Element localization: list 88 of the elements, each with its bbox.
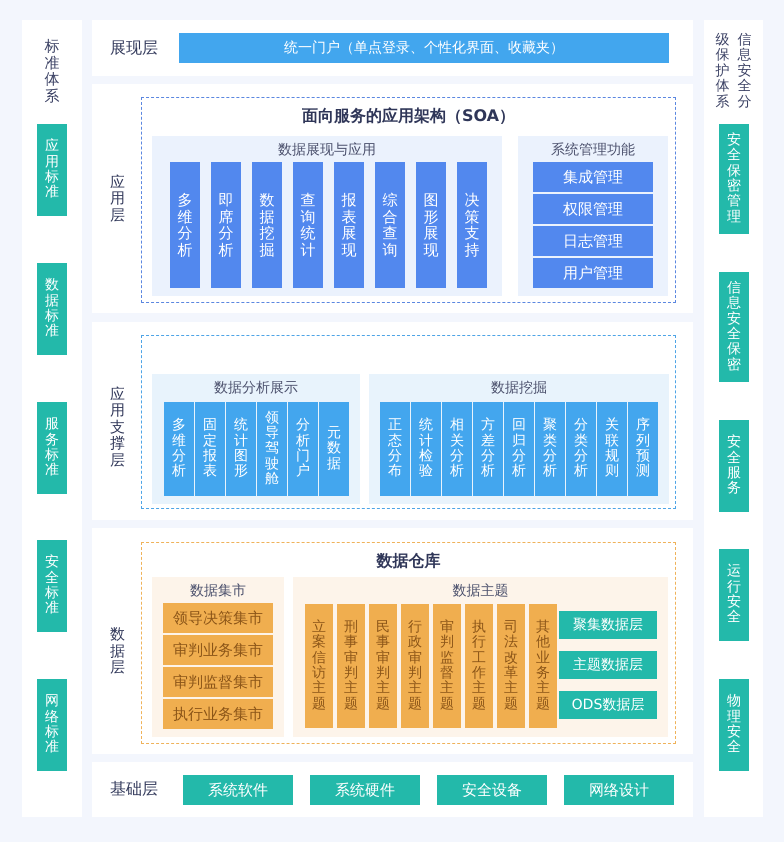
layer-label: 数据层 [110, 626, 125, 676]
dashed-frame [141, 335, 676, 509]
subject-column: 审判监督主题 [433, 604, 461, 728]
infrastructure-tile: 系统软件 [183, 775, 293, 805]
function-column: 报表展现 [334, 162, 364, 288]
function-column: 数据挖掘 [252, 162, 282, 288]
group-panel [518, 136, 668, 296]
portal-bar: 统一门户（单点登录、个性化界面、收藏夹） [179, 33, 669, 63]
mining-column: 正态分布 [380, 402, 410, 496]
function-row: 权限管理 [533, 194, 653, 224]
dashed-frame [141, 97, 676, 303]
mining-column: 方差分析 [473, 402, 503, 496]
data-mart-row: 领导决策集市 [163, 603, 273, 633]
function-column: 即席分析 [211, 162, 241, 288]
security-tile: 运行安全 [719, 549, 749, 641]
group-title: 数据集市 [190, 582, 246, 600]
function-row: 集成管理 [533, 162, 653, 192]
panel-heading: 信息安全分级保护体系 [715, 33, 752, 110]
subject-column: 刑事审判主题 [337, 604, 365, 728]
data-mart-row: 执行业务集市 [163, 699, 273, 729]
subject-column: 立案信访主题 [305, 604, 333, 728]
side-panel [704, 20, 763, 817]
subject-column: 司法改革主题 [497, 604, 525, 728]
mining-column: 关联规则 [597, 402, 627, 496]
layer-label: 展现层 [110, 38, 158, 58]
mining-column: 相关分析 [442, 402, 472, 496]
subject-column: 民事审判主题 [369, 604, 397, 728]
function-column: 多维分析 [170, 162, 200, 288]
side-panel [22, 20, 82, 817]
layer-label: 基础层 [110, 779, 158, 800]
function-column: 决策支持 [457, 162, 487, 288]
frame-title: 数据仓库 [376, 551, 440, 572]
infrastructure-tile: 系统硬件 [310, 775, 420, 805]
standard-tile: 数据标准 [37, 263, 67, 355]
function-column: 查询统计 [293, 162, 323, 288]
data-layer-tile: ODS数据层 [559, 691, 657, 719]
subject-column: 行政审判主题 [401, 604, 429, 728]
standard-tile: 服务标准 [37, 402, 67, 494]
data-layer-tile: 主题数据层 [559, 651, 657, 679]
group-panel [152, 136, 502, 296]
group-panel [152, 374, 360, 504]
function-row: 用户管理 [533, 258, 653, 288]
mining-column: 分类分析 [566, 402, 596, 496]
standard-tile: 安全标准 [37, 540, 67, 632]
group-title: 数据展现与应用 [278, 141, 376, 159]
standard-tile: 应用标准 [37, 124, 67, 216]
function-column: 综合查询 [375, 162, 405, 288]
security-tile: 安全保密管理 [719, 124, 749, 234]
group-title: 数据挖掘 [491, 379, 547, 397]
standard-tile: 网络标准 [37, 679, 67, 771]
layer-band [92, 20, 693, 76]
group-panel [293, 577, 668, 737]
layer-label: 应用支撑层 [110, 386, 125, 468]
layer-band [92, 762, 693, 817]
group-title: 数据分析展示 [214, 379, 298, 397]
security-tile: 物理安全 [719, 679, 749, 771]
function-row: 日志管理 [533, 226, 653, 256]
infrastructure-tile: 安全设备 [437, 775, 547, 805]
analysis-column: 领导驾驶舱 [257, 402, 287, 496]
subject-column: 其他业务主题 [529, 604, 557, 728]
group-panel [369, 374, 669, 504]
analysis-column: 多维分析 [164, 402, 194, 496]
security-tile: 信息安全保密 [719, 272, 749, 382]
analysis-column: 统计图形 [226, 402, 256, 496]
group-title: 数据主题 [452, 582, 508, 600]
analysis-column: 固定报表 [195, 402, 225, 496]
group-panel [152, 577, 284, 737]
mining-column: 回归分析 [504, 402, 534, 496]
data-mart-row: 审判监督集市 [163, 667, 273, 697]
group-title: 系统管理功能 [551, 141, 635, 159]
subject-column: 执行工作主题 [465, 604, 493, 728]
mining-column: 聚类分析 [535, 402, 565, 496]
panel-heading: 标准体系 [44, 38, 60, 104]
analysis-column: 元数据 [319, 402, 349, 496]
layer-label: 应用层 [110, 174, 125, 224]
analysis-column: 分析门户 [288, 402, 318, 496]
layer-band [92, 84, 693, 313]
data-mart-row: 审判业务集市 [163, 635, 273, 665]
security-tile: 安全服务 [719, 420, 749, 512]
infrastructure-tile: 网络设计 [564, 775, 674, 805]
dashed-frame [141, 542, 676, 744]
mining-column: 序列预测 [628, 402, 658, 496]
mining-column: 统计检验 [411, 402, 441, 496]
data-layer-tile: 聚集数据层 [559, 611, 657, 639]
layer-band [92, 322, 693, 520]
layer-band [92, 528, 693, 754]
function-column: 图形展现 [416, 162, 446, 288]
frame-title: 面向服务的应用架构（SOA） [302, 106, 516, 127]
